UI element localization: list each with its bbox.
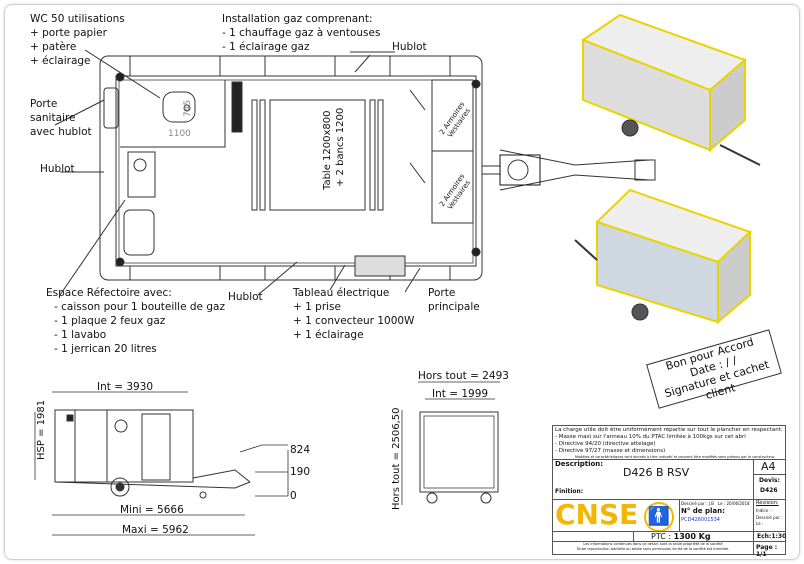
hublot-top-label: Hublot bbox=[392, 41, 427, 53]
porte-sanitaire-label: Porte sanitaire avec hublot bbox=[30, 97, 92, 139]
footer-notice: Les informations contenues dans ce dessi… bbox=[563, 542, 743, 552]
hublot-bottom-label: Hublot bbox=[228, 291, 263, 303]
front-width-dimension: Hors tout = 2493 bbox=[418, 370, 509, 382]
footer-line: Les informations contenues dans ce dessi… bbox=[583, 542, 723, 546]
plan-number-label: N° de plan: bbox=[681, 507, 725, 515]
front-view bbox=[401, 381, 500, 505]
maxi-length: Maxi = 5962 bbox=[122, 524, 189, 536]
revision-label: Révision: bbox=[756, 500, 779, 506]
side-view bbox=[34, 391, 289, 536]
finition-label: Finition: bbox=[555, 488, 584, 495]
front-int-dimension: Int = 1999 bbox=[432, 388, 489, 400]
description-label: Description: bbox=[555, 460, 604, 468]
drawn-by: Dessiné par : J.B bbox=[681, 501, 714, 506]
height-824: 824 bbox=[290, 444, 311, 456]
refectoire-line: - 1 plaque 2 feux gaz bbox=[54, 315, 166, 327]
gaz-line: - 1 chauffage gaz à ventouses bbox=[222, 27, 381, 39]
tableau-line: + 1 convecteur 1000W bbox=[293, 315, 415, 327]
tableau-line: + 1 éclairage bbox=[293, 329, 364, 341]
gaz-line: - 1 éclairage gaz bbox=[222, 41, 310, 53]
title-block: La charge utile doit être uniformément r… bbox=[552, 425, 787, 558]
wc-line: WC 50 utilisations bbox=[30, 13, 125, 25]
wc-width-dimension: 1100 bbox=[168, 129, 191, 139]
paper-format: A4 bbox=[761, 460, 776, 473]
description-value: D426 B RSV bbox=[623, 466, 690, 479]
tableau-label: Tableau électrique + 1 prise + 1 convect… bbox=[293, 286, 414, 342]
plan-number: PCD426001534 bbox=[681, 517, 720, 523]
refectoire-line: - 1 lavabo bbox=[54, 329, 107, 341]
refectoire-line: - caisson pour 1 bouteille de gaz bbox=[54, 301, 225, 313]
disclaimer: Modèles et caractéristiques sont donnés … bbox=[575, 455, 776, 459]
table-label-2: + 2 bancs 1200 bbox=[335, 108, 346, 187]
wc-height-dimension: 745 bbox=[183, 100, 193, 117]
3d-view-top bbox=[580, 13, 761, 166]
load-notes: La charge utile doit être uniformément r… bbox=[555, 427, 783, 460]
porte-sanitaire-line: sanitaire bbox=[30, 112, 76, 124]
side-int-dimension: Int = 3930 bbox=[97, 381, 154, 393]
revision-date: Le : bbox=[756, 521, 764, 526]
mini-length: Mini = 5666 bbox=[120, 504, 184, 516]
3d-view-bottom bbox=[574, 188, 752, 325]
person-logo-icon: 🚹 bbox=[644, 502, 674, 532]
height-0: 0 bbox=[290, 490, 297, 502]
wc-line: + patère bbox=[30, 41, 77, 53]
porte-principale-line: Porte bbox=[428, 287, 456, 299]
height-190: 190 bbox=[290, 466, 311, 478]
scale: Ech:1:30 bbox=[757, 533, 787, 540]
porte-principale-label: Porte principale bbox=[428, 286, 480, 314]
porte-principale-line: principale bbox=[428, 301, 480, 313]
floor-plan bbox=[54, 49, 656, 296]
note-line: - Masse maxi sur l'anneau 10% du PTAC li… bbox=[555, 434, 746, 440]
tableau-line: + 1 prise bbox=[293, 301, 341, 313]
refectoire-label: Espace Réfectoire avec: - caisson pour 1… bbox=[46, 286, 225, 356]
ptc-value: 1300 Kg bbox=[673, 532, 711, 541]
table-label-1: Table 1200x800 bbox=[322, 111, 333, 192]
gaz-label: Installation gaz comprenant: - 1 chauffa… bbox=[222, 12, 380, 54]
refectoire-line: Espace Réfectoire avec: bbox=[46, 287, 172, 299]
cnse-logo: CNSE bbox=[555, 498, 639, 531]
page-frame bbox=[4, 4, 800, 560]
footer-line: Toute reproduction partielle ou totale s… bbox=[576, 547, 730, 551]
ptc: PTC : 1300 Kg bbox=[651, 532, 711, 541]
note-line: - Directive 94/20 (directive attelage) bbox=[555, 441, 656, 447]
devis-label: Devis: bbox=[759, 477, 780, 484]
note-line: La charge utile doit être uniformément r… bbox=[555, 427, 783, 433]
wc-line: + porte papier bbox=[30, 27, 107, 39]
wc-line: + éclairage bbox=[30, 55, 91, 67]
drawn-date: Le : 20/06/2018 bbox=[718, 501, 750, 506]
gaz-line: Installation gaz comprenant: bbox=[222, 13, 373, 25]
porte-sanitaire-line: Porte bbox=[30, 98, 58, 110]
revision-index: Indice : - bbox=[756, 508, 774, 513]
front-height-dimension: Hors tout = 2506,50 bbox=[391, 407, 402, 510]
page-number: Page : 1/1 bbox=[756, 544, 778, 558]
wc-label: WC 50 utilisations + porte papier + patè… bbox=[30, 12, 125, 68]
hublot-left-label: Hublot bbox=[40, 163, 75, 175]
tableau-line: Tableau électrique bbox=[293, 287, 390, 299]
devis-value: D426 bbox=[760, 487, 778, 494]
porte-sanitaire-line: avec hublot bbox=[30, 126, 92, 138]
revision-drawn-by: Dessiné par : bbox=[756, 515, 783, 520]
note-line: - Directive 97/27 (masse et dimensions) bbox=[555, 448, 666, 454]
refectoire-line: - 1 jerrican 20 litres bbox=[54, 343, 157, 355]
ptc-label: PTC : bbox=[651, 532, 672, 541]
hsp-dimension: HSP = 1981 bbox=[36, 400, 47, 460]
